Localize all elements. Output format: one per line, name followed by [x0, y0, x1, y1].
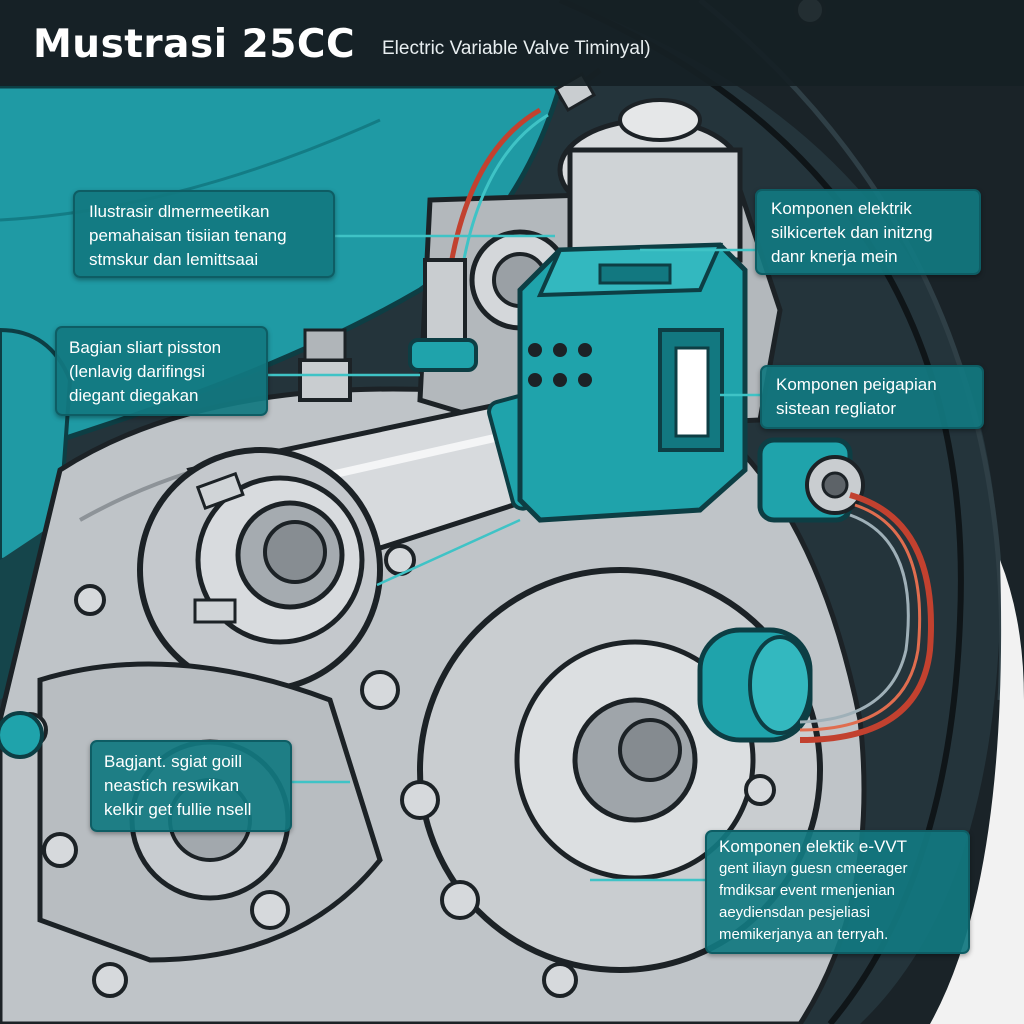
callout-line: memikerjanya an terryah.: [719, 926, 889, 943]
ecu-label-window: [674, 346, 710, 438]
callout-line: danr knerja mein: [771, 247, 898, 266]
title-bar: Mustrasi 25CC Electric Variable Valve Ti…: [0, 0, 1024, 86]
callout-line: Komponen peigapian: [776, 375, 937, 394]
callout-line: neastich reswikan: [104, 776, 240, 795]
page-title: Mustrasi 25CC: [33, 22, 356, 67]
callout-line: silkicertek dan initzng: [771, 223, 933, 242]
callout-line: fmdiksar event rmenjenian: [719, 882, 895, 899]
callout-line: Komponen elektrik: [771, 199, 912, 218]
callout-electric-component: Komponen elektrik silkicertek dan initzn…: [755, 189, 981, 275]
callout-illustration-note: Ilustrasir dlmermeetikan pemahaisan tisi…: [73, 190, 335, 278]
callout-coil-part: Bagjant. sgiat goill neastich reswikan k…: [90, 740, 292, 832]
callout-line: gent iliayn guesn cmeerager: [719, 860, 908, 877]
leader-line: [376, 518, 521, 587]
callout-line: sistean regliator: [776, 399, 897, 418]
callout-line: stmskur dan lemittsaai: [89, 250, 259, 269]
callout-line: Komponen elektik e-VVT: [719, 837, 908, 856]
callout-regulator-component: Komponen peigapian sistean regliator: [760, 365, 984, 429]
callout-line: (lenlavig darifingsi: [69, 362, 206, 381]
callout-line: kelkir get fullie nsell: [104, 800, 252, 819]
callout-line: aeydiensdan pesjeliasi: [719, 904, 870, 921]
callout-piston-part: Bagian sliart pisston (lenlavig darifing…: [55, 326, 268, 416]
page-subtitle: Electric Variable Valve Timinyal): [382, 38, 651, 59]
wire-harness: [799, 492, 934, 743]
callout-line: diegant diegakan: [69, 386, 199, 405]
callout-line: pemahaisan tisiian tenang: [89, 226, 287, 245]
callout-evvt-component: Komponen elektik e-VVT gent iliayn guesn…: [705, 830, 970, 954]
callout-line: Ilustrasir dlmermeetikan: [89, 202, 270, 221]
callout-line: Bagian sliart pisston: [69, 338, 222, 357]
callout-line: Bagjant. sgiat goill: [104, 752, 242, 771]
